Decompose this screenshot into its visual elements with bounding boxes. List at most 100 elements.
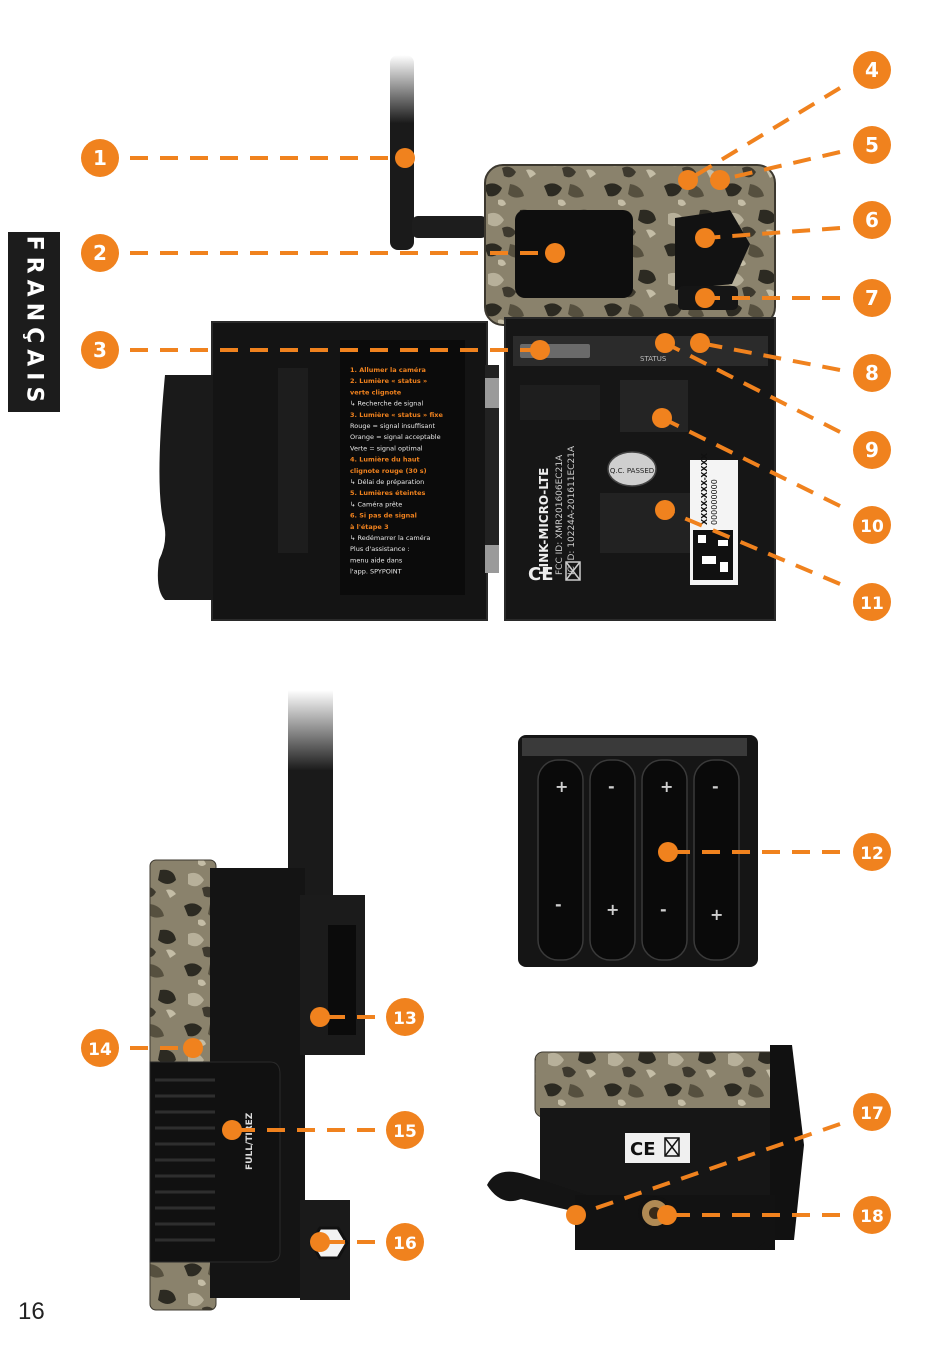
callout-badge-14: 14	[81, 1029, 119, 1067]
svg-text:+: +	[660, 777, 673, 796]
callout-badge-13: 13	[386, 998, 424, 1036]
weee-icon	[565, 561, 581, 581]
callout-leader-line	[664, 508, 841, 586]
callout-number: 5	[865, 133, 879, 157]
full-tirez-label: FULL/TIREZ	[245, 1112, 255, 1170]
callout-target-dot	[183, 1038, 203, 1058]
callout-leader-line	[719, 150, 841, 182]
battery-latch	[149, 1061, 281, 1263]
callout-number: 6	[865, 208, 879, 232]
callout-badge-15: 15	[386, 1111, 424, 1149]
door-instructions: 1. Allumer la caméra 2. Lumière « status …	[350, 366, 443, 576]
door-instruction-line: à l'étape 3	[350, 523, 389, 531]
callout-badge-16: 16	[386, 1223, 424, 1261]
callout-badge-1: 1	[81, 139, 119, 177]
callout-target-dot	[530, 340, 550, 360]
imei-number: 000000000	[710, 479, 719, 525]
door-instruction-line: ↳ Caméra prête	[350, 500, 402, 508]
ce-mark: CE	[528, 564, 554, 585]
callout-badge-5: 5	[853, 126, 891, 164]
callout-target-dot	[222, 1120, 242, 1140]
svg-text:+: +	[555, 777, 568, 796]
callout-target-dot	[657, 1205, 677, 1225]
callout-badge-12: 12	[853, 833, 891, 871]
callout-badge-17: 17	[853, 1093, 891, 1131]
bottom-camo-top	[534, 1051, 781, 1118]
door-instruction-line: 2. Lumière « status »	[350, 377, 427, 385]
fcc-label: FCC ID: XMR201606EC21A	[555, 454, 565, 575]
callout-number: 15	[393, 1122, 417, 1142]
door-instruction-line: 5. Lumières éteintes	[350, 489, 425, 497]
callout-target-dot	[652, 408, 672, 428]
door-instruction-line: l'app. SPYPOINT	[350, 568, 402, 576]
door-instruction-line: 1. Allumer la caméra	[350, 366, 426, 374]
door-instruction-line: 6. Si pas de signal	[350, 512, 417, 520]
callout-number: 2	[93, 241, 107, 265]
door-instruction-line: ↳ Redémarrer la caméra	[350, 534, 430, 542]
callout-number: 9	[865, 438, 879, 462]
svg-text:CE: CE	[630, 1139, 656, 1160]
svg-text:-: -	[660, 900, 667, 919]
serial-number: XXXX-XXX-XXXX	[700, 452, 709, 525]
callout-target-dot	[310, 1232, 330, 1252]
callout-badge-8: 8	[853, 354, 891, 392]
callout-target-dot	[658, 842, 678, 862]
strap-mount	[157, 375, 213, 600]
door-instruction-line: verte clignote	[350, 388, 402, 396]
callout-number: 1	[93, 146, 107, 170]
callout-number: 16	[393, 1234, 417, 1254]
callout-number: 13	[393, 1009, 417, 1029]
qc-label: Q.C. PASSED	[610, 467, 654, 475]
door-instruction-line: clignote rouge (30 s)	[350, 467, 427, 475]
callout-target-dot	[678, 170, 698, 190]
bottom-antenna	[487, 1171, 587, 1213]
callout-number: 12	[860, 844, 884, 864]
callout-badge-11: 11	[853, 583, 891, 621]
ic-label: IC ID: 10224A-201611EC21A	[567, 445, 577, 575]
svg-text:+: +	[606, 900, 619, 919]
door-instruction-line: Plus d'assistance :	[350, 545, 410, 553]
callout-number: 7	[865, 286, 879, 310]
door-instruction-line: Verte = signal optimal	[350, 444, 423, 452]
callout-badge-10: 10	[853, 506, 891, 544]
svg-text:-: -	[608, 777, 615, 796]
callout-number: 8	[865, 361, 879, 385]
door-instruction-line: 4. Lumière du haut	[350, 456, 420, 464]
callout-target-dot	[710, 170, 730, 190]
callout-target-dot	[695, 288, 715, 308]
callout-leader-line	[575, 1122, 841, 1217]
callout-leader-line	[661, 416, 841, 508]
door-instruction-line: ↳ Délai de préparation	[350, 478, 424, 486]
svg-text:-: -	[555, 895, 562, 914]
callout-target-dot	[310, 1007, 330, 1027]
callout-target-dot	[545, 243, 565, 263]
callout-badge-18: 18	[853, 1196, 891, 1234]
callout-number: 10	[860, 517, 884, 537]
callout-leader-line	[699, 341, 841, 372]
callout-badge-9: 9	[853, 431, 891, 469]
callout-leader-line	[704, 226, 841, 240]
svg-text:+: +	[710, 905, 723, 924]
callout-target-dot	[655, 500, 675, 520]
door-instruction-line: Orange = signal acceptable	[350, 433, 441, 441]
door-instruction-line: 3. Lumière « status » fixe	[350, 411, 443, 419]
callout-number: 17	[860, 1104, 884, 1124]
callout-number: 4	[865, 58, 879, 82]
model-label: LINK-MICRO-LTE	[537, 468, 551, 575]
callout-number: 3	[93, 338, 107, 362]
door-instruction-line: menu aide dans	[350, 556, 403, 564]
callout-badge-6: 6	[853, 201, 891, 239]
svg-text:-: -	[712, 777, 719, 796]
status-label: STATUS	[640, 355, 667, 363]
callout-target-dot	[690, 333, 710, 353]
sensor-window	[675, 210, 750, 290]
callout-number: 18	[860, 1207, 884, 1227]
callout-number: 11	[860, 594, 884, 614]
callout-target-dot	[566, 1205, 586, 1225]
callout-target-dot	[395, 148, 415, 168]
callout-leader-line	[664, 341, 841, 434]
callout-target-dot	[655, 333, 675, 353]
callout-target-dot	[695, 228, 715, 248]
